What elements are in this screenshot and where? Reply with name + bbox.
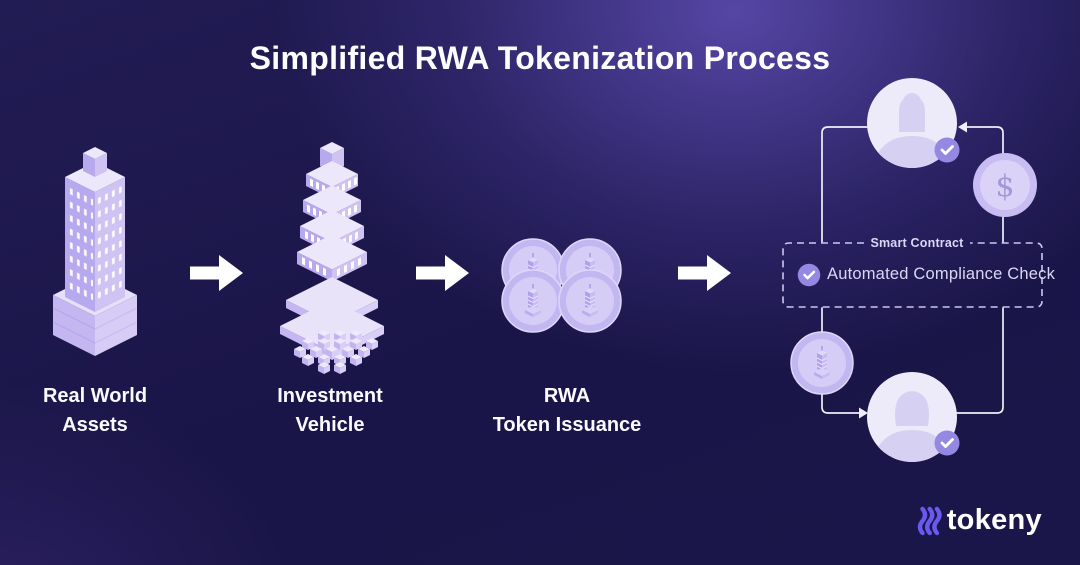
step-label-real-world-assets: Real World Assets bbox=[5, 382, 185, 439]
check-badge-icon bbox=[933, 429, 961, 457]
page-title: Simplified RWA Tokenization Process bbox=[249, 40, 831, 76]
layered-building-icon bbox=[280, 142, 384, 374]
check-badge-icon bbox=[796, 262, 822, 288]
label-line: Investment bbox=[277, 385, 383, 407]
smart-contract-label: Smart Contract bbox=[870, 236, 964, 250]
issuer-avatar-icon bbox=[867, 78, 961, 168]
label-line: Assets bbox=[62, 413, 128, 436]
connector-lines bbox=[821, 126, 1004, 414]
label-line: Token Issuance bbox=[492, 413, 642, 436]
right-arrow-icon bbox=[416, 255, 469, 291]
token-coins-icon bbox=[492, 234, 642, 346]
flow-canvas: $ bbox=[782, 78, 1043, 462]
label-line: RWA bbox=[543, 385, 591, 407]
arrowhead-icon bbox=[859, 407, 868, 419]
tokeny-waves-icon bbox=[917, 506, 942, 535]
right-arrow-icon bbox=[678, 255, 731, 291]
token-coin-icon bbox=[791, 332, 853, 394]
smart-contract-flow-diagram: $ Smart Cont bbox=[760, 70, 1080, 470]
compliance-check-text: Automated Compliance Check bbox=[827, 265, 1056, 284]
step-label-investment-vehicle: Investment Vehicle bbox=[240, 382, 420, 439]
check-badge-icon bbox=[933, 136, 961, 164]
dollar-coin-icon: $ bbox=[973, 153, 1037, 217]
dollar-symbol: $ bbox=[995, 169, 1014, 204]
label-line: Real World bbox=[42, 385, 148, 407]
arrowhead-icon bbox=[958, 121, 967, 133]
step-label-rwa-token-issuance: RWA Token Issuance bbox=[462, 382, 672, 439]
right-arrow-icon bbox=[190, 255, 243, 291]
investor-avatar-icon bbox=[867, 372, 961, 462]
tokeny-wordmark: tokeny bbox=[946, 504, 1042, 536]
label-line: Vehicle bbox=[295, 413, 365, 436]
building-icon bbox=[52, 147, 138, 356]
tokeny-logo: tokeny bbox=[917, 504, 1042, 537]
smart-contract-box bbox=[782, 242, 1043, 308]
